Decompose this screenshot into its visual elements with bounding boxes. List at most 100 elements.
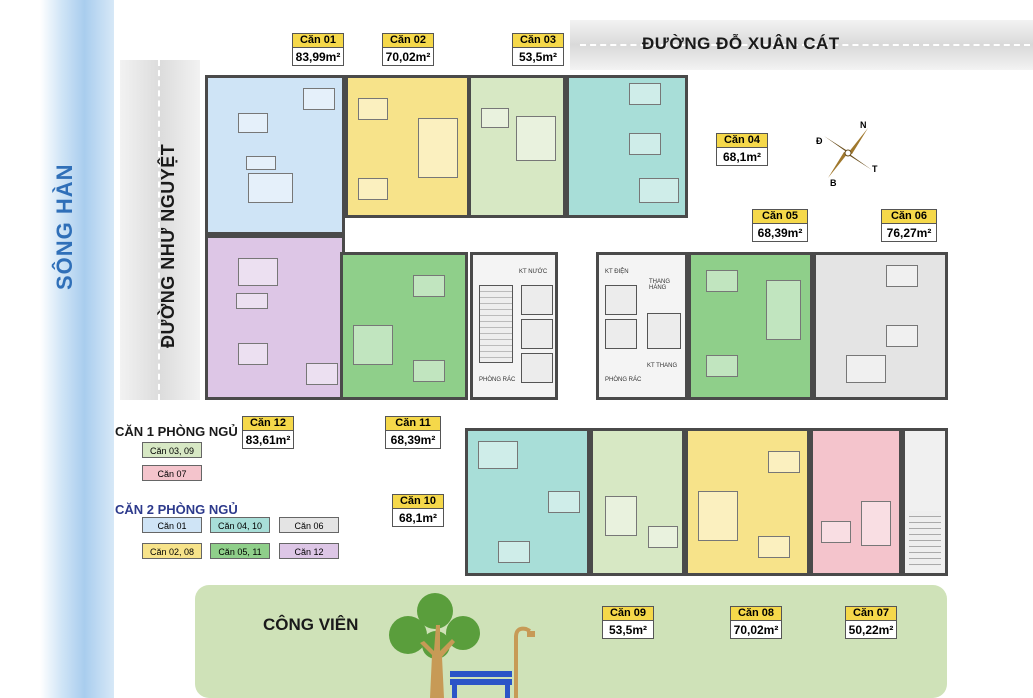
sofa-icon: [248, 173, 293, 203]
unit-name: Căn 03: [513, 34, 563, 48]
tag-unit-08: Căn 08 70,02m²: [730, 606, 782, 639]
unit-11[interactable]: [340, 252, 468, 400]
core-left: KT NƯỚC PHÒNG RÁC: [470, 252, 558, 400]
corridor: [320, 218, 688, 252]
tag-unit-02: Căn 02 70,02m²: [382, 33, 434, 66]
unit-01[interactable]: [205, 75, 345, 235]
road-do-xuan-cat-label: ĐƯỜNG ĐỖ XUÂN CÁT: [642, 34, 840, 53]
unit-04[interactable]: [566, 75, 688, 218]
unit-area: 83,61m²: [245, 433, 291, 447]
unit-02[interactable]: [345, 75, 470, 218]
unit-03[interactable]: [468, 75, 566, 218]
unit-area: 53,5m²: [608, 623, 648, 637]
kt-dien-label: KT ĐIỆN: [605, 269, 629, 275]
phong-rac-label: PHÒNG RÁC: [479, 377, 516, 383]
table-icon: [246, 156, 276, 170]
bed-icon: [548, 491, 580, 513]
unit-name: Căn 12: [243, 417, 293, 431]
bed-icon: [768, 451, 800, 473]
tag-unit-03: Căn 03 53,5m²: [512, 33, 564, 66]
bed-icon: [238, 113, 268, 133]
living-room: [766, 280, 801, 340]
living-room: [861, 501, 891, 546]
elevator-shaft: [521, 353, 553, 383]
stairs: [479, 285, 513, 363]
compass-n: N: [860, 120, 867, 130]
sofa-icon: [478, 441, 518, 469]
unit-name: Căn 08: [731, 607, 781, 621]
road-nhu-nguyet-label: ĐƯỜNG NHƯ NGUYỆT: [158, 143, 178, 348]
legend-chip-12: Căn 12: [279, 543, 339, 559]
unit-name: Căn 02: [383, 34, 433, 48]
legend-chip-07: Căn 07: [142, 465, 202, 481]
corridor: [460, 398, 950, 428]
unit-08[interactable]: [685, 428, 810, 576]
unit-10[interactable]: [465, 428, 590, 576]
unit-09[interactable]: [590, 428, 685, 576]
unit-name: Căn 01: [293, 34, 343, 48]
elevator-shaft: [605, 285, 637, 315]
unit-12[interactable]: [205, 235, 345, 400]
bed-icon: [758, 536, 790, 558]
bed-icon: [358, 178, 388, 200]
compass-t: T: [872, 164, 878, 174]
tag-unit-07: Căn 07 50,22m²: [845, 606, 897, 639]
river: [40, 0, 114, 698]
unit-name: Căn 10: [393, 495, 443, 509]
unit-name: Căn 11: [386, 417, 440, 431]
legend-chip-03-09: Căn 03, 09: [142, 442, 202, 458]
bed-icon: [648, 526, 678, 548]
tag-unit-04: Căn 04 68,1m²: [716, 133, 768, 166]
sofa-icon: [639, 178, 679, 203]
elevator-shaft: [605, 319, 637, 349]
tag-unit-10: Căn 10 68,1m²: [392, 494, 444, 527]
tag-unit-01: Căn 01 83,99m²: [292, 33, 344, 66]
bed-icon: [706, 270, 738, 292]
sofa-icon: [238, 258, 278, 286]
legend-chip-04-10: Căn 04, 10: [210, 517, 270, 533]
park-label: CÔNG VIÊN: [263, 615, 359, 634]
legend-chip-01: Căn 01: [142, 517, 202, 533]
stairs: [909, 511, 941, 566]
unit-area: 70,02m²: [385, 50, 431, 64]
unit-area: 76,27m²: [886, 226, 932, 240]
unit-06[interactable]: [813, 252, 948, 400]
living-room: [353, 325, 393, 365]
road-centerline: [580, 44, 1030, 46]
bed-icon: [886, 325, 918, 347]
unit-name: Căn 09: [603, 607, 653, 621]
kt-nuoc-label: KT NƯỚC: [519, 269, 548, 275]
unit-05[interactable]: [688, 252, 813, 400]
bed-icon: [413, 275, 445, 297]
legend-chip-05-11: Căn 05, 11: [210, 543, 270, 559]
bed-icon: [629, 133, 661, 155]
legend-one-bed-title: CĂN 1 PHÒNG NGỦ: [115, 424, 238, 439]
legend-chip-02-08: Căn 02, 08: [142, 543, 202, 559]
compass-icon: [824, 128, 872, 178]
kt-thang-label: KT THANG: [647, 363, 678, 369]
unit-area: 50,22m²: [848, 623, 894, 637]
service-elevator: [647, 313, 681, 349]
unit-area: 68,1m²: [398, 511, 438, 525]
compass-d: Đ: [816, 136, 823, 146]
unit-07[interactable]: [810, 428, 902, 576]
bed-icon: [821, 521, 851, 543]
thang-hang-label: THANG HÀNG: [649, 279, 670, 291]
bed-icon: [413, 360, 445, 382]
road-nhu-nguyet: [120, 60, 200, 400]
tag-unit-06: Căn 06 76,27m²: [881, 209, 937, 242]
tag-unit-11: Căn 11 68,39m²: [385, 416, 441, 449]
unit-area: 53,5m²: [518, 50, 558, 64]
tree-icon: [389, 593, 535, 698]
core-right: KT ĐIỆN THANG HÀNG PHÒNG RÁC KT THANG: [596, 252, 688, 400]
unit-name: Căn 06: [882, 210, 936, 224]
living-room: [516, 116, 556, 161]
phong-rac-label: PHÒNG RÁC: [605, 377, 642, 383]
unit-area: 68,39m²: [390, 433, 436, 447]
table-icon: [236, 293, 268, 309]
compass-b: B: [830, 178, 837, 188]
park: [195, 585, 947, 698]
bed-icon: [498, 541, 530, 563]
bed-icon: [306, 363, 338, 385]
bed-icon: [706, 355, 738, 377]
